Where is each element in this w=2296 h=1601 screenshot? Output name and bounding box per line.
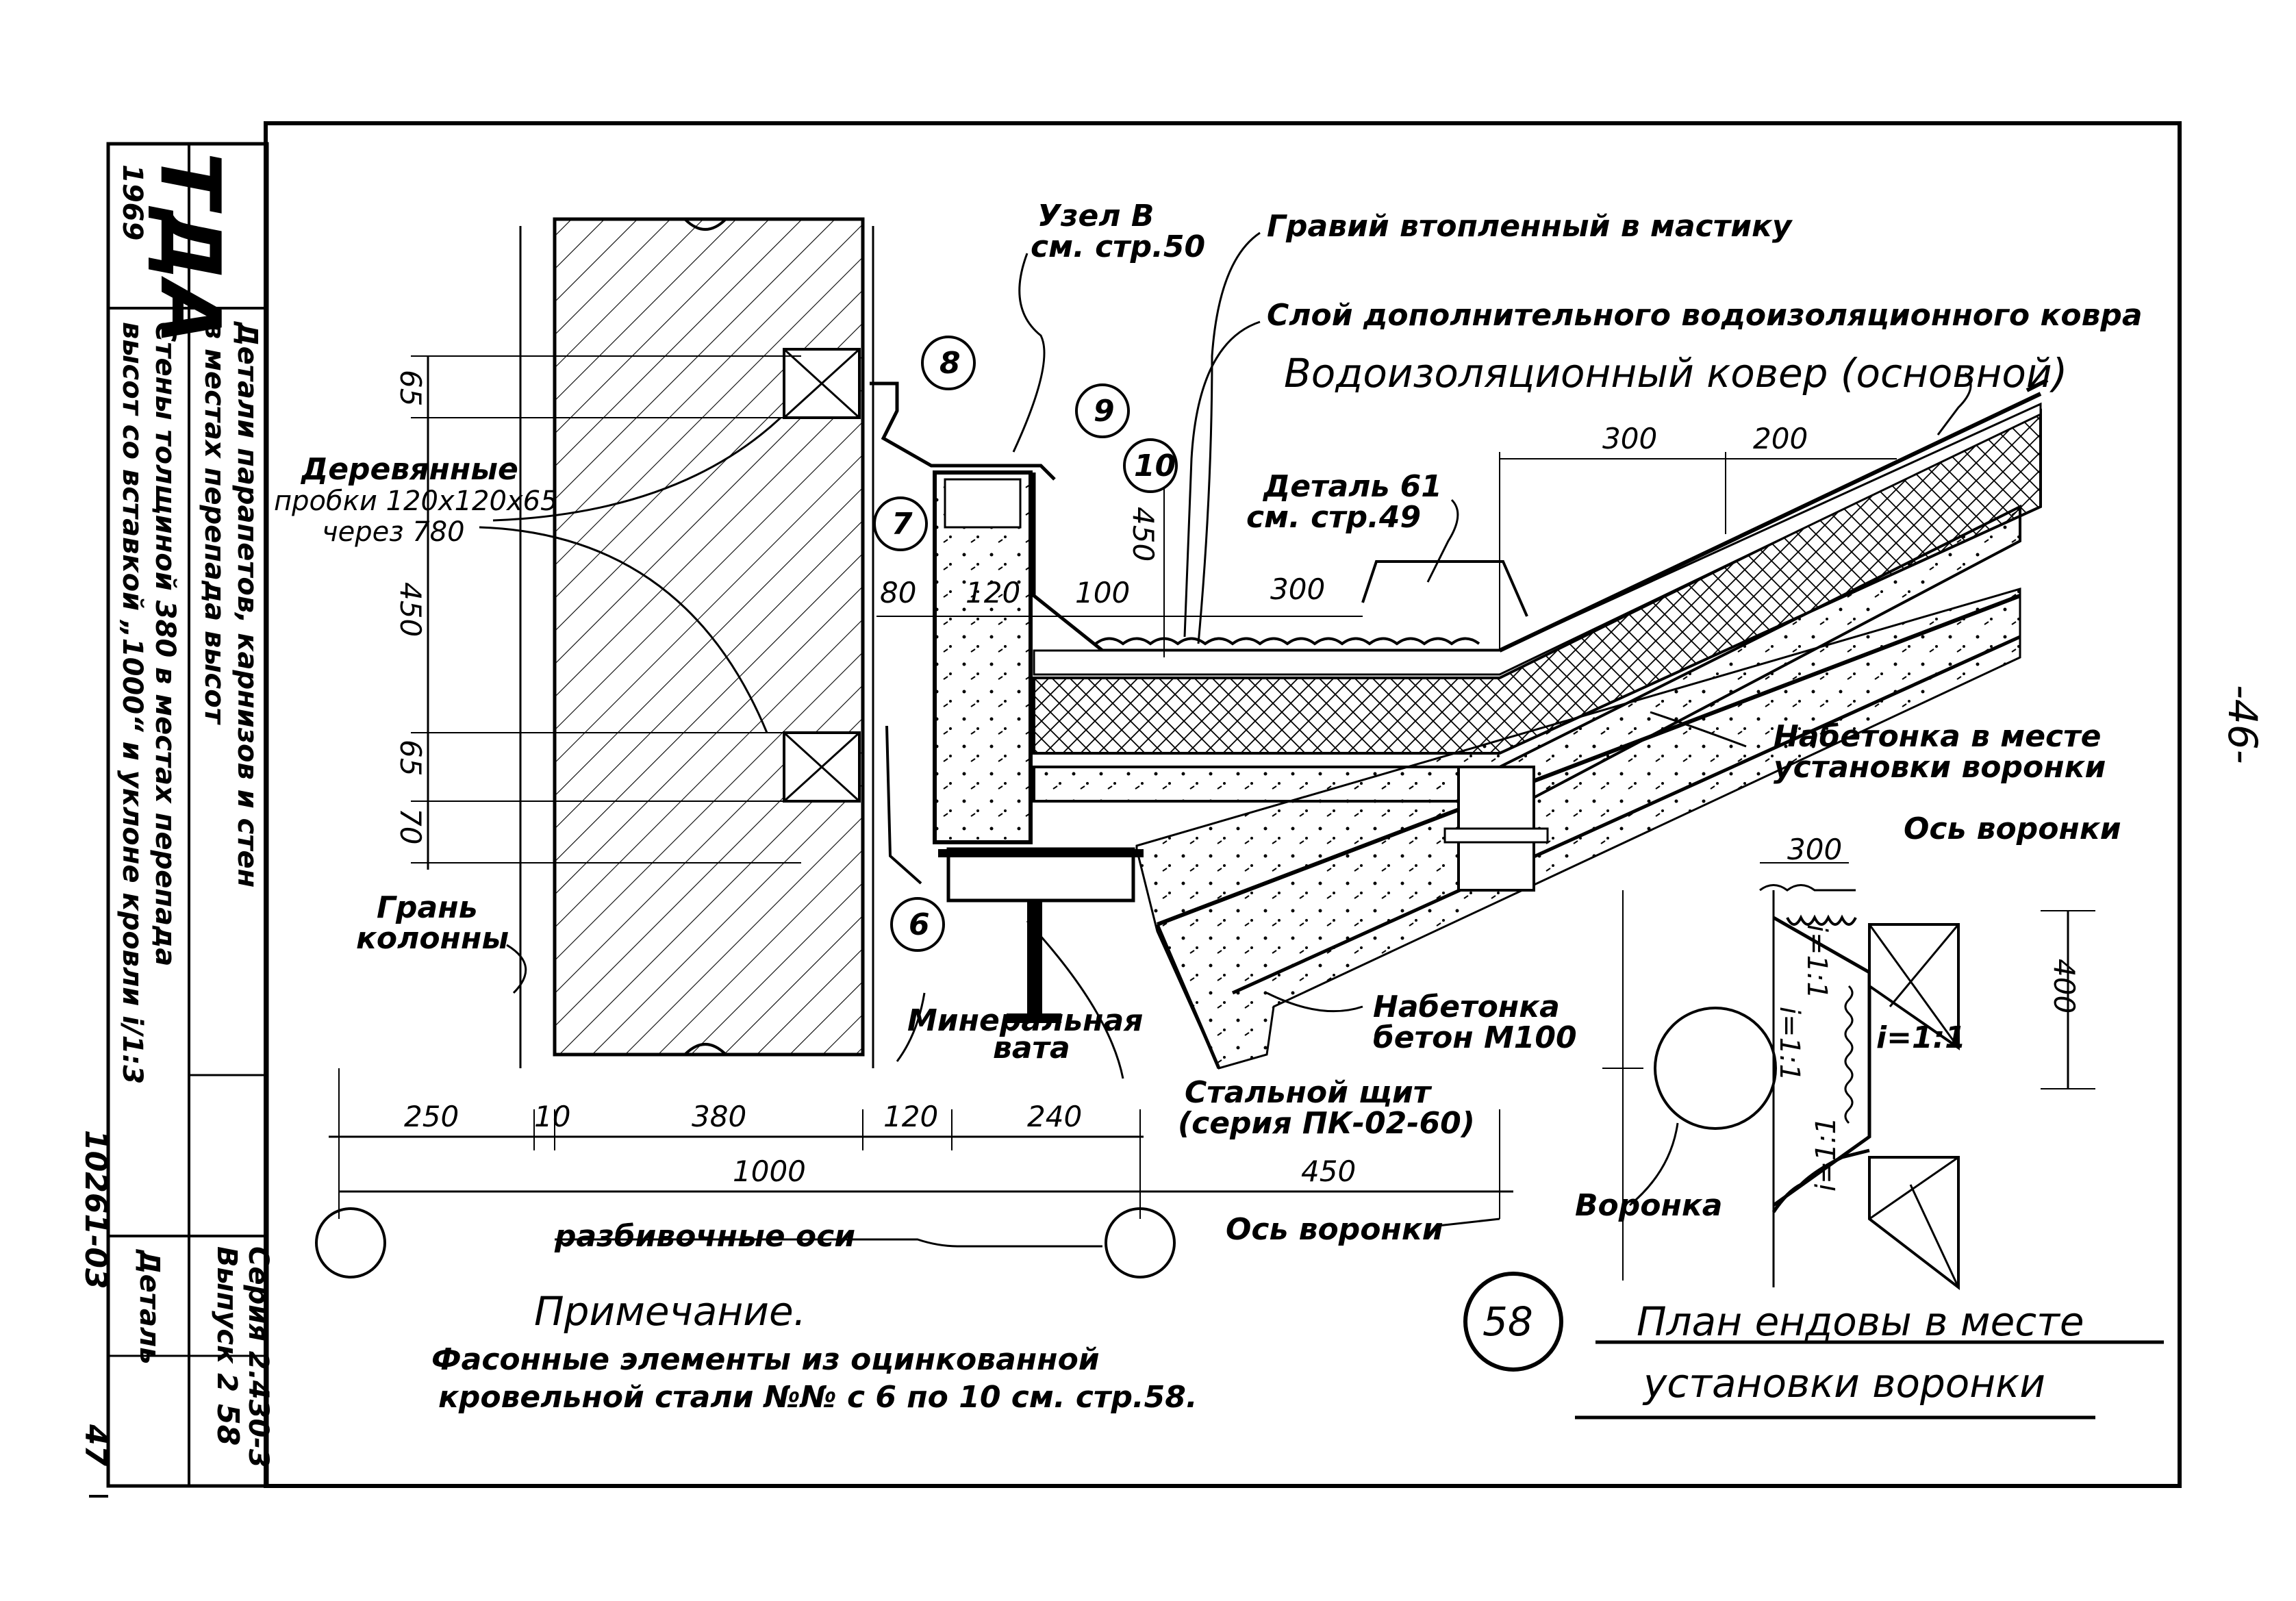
subtitle-line2: высот со вставкой „1000“ и уклоне кровли… [116,322,148,1084]
leader-lines [479,231,1972,1079]
title-line2: в местах перепада высот [199,322,230,726]
plan-slope-1: i=1:1 [1801,924,1832,999]
callout-10-label: 10 [1134,449,1176,483]
column-face-line2: колонны [356,921,509,956]
dim-b-240: 240 [1027,1100,1082,1133]
column-face-line1: Грань [377,890,477,925]
series-line2: Выпуск 2 [211,1246,242,1392]
callout-9 [1075,383,1130,438]
node-b-line1: Узел В [1037,199,1154,234]
concrete-line1: Набетонка [1373,989,1560,1024]
plan-title-line2: установки воронки [1642,1360,2045,1407]
plan-slope-2: i=1:1 [1876,1020,1966,1055]
mineral-wool-line1: Минеральная [907,1003,1143,1038]
plan-funnel-axis: Ось воронки [1904,811,2121,846]
dim-v-65-mid: 65 [394,740,427,776]
callout-10 [1123,438,1178,493]
dim-h-300-mid: 300 [1270,572,1325,606]
wood-plug-lower [783,731,861,803]
node-b-line2: см. стр.50 [1031,229,1205,264]
stamp-logo: ТДА [142,152,237,345]
funnel-concrete-line2: установки воронки [1774,750,2106,785]
plan-slope-3: i=1:1 [1811,1117,1842,1192]
dim-v-450-right: 450 [1126,507,1160,562]
plan-slope-4: i=1:1 [1774,1007,1805,1081]
callout-7 [873,496,928,551]
dim-b-250: 250 [404,1100,459,1133]
gravel-label: Гравий втопленный в мастику [1267,209,1793,244]
stamp: ТДА 1969 [116,152,237,345]
steel-panel-line2: (серия ПК-02-60) [1178,1106,1475,1141]
steel-panel [1135,588,2021,1070]
sheet-number: 47 [78,1424,113,1467]
dim-h-120-upper: 120 [966,576,1020,609]
wood-plug-upper [783,348,861,419]
callout-6 [890,897,945,952]
column-wall [519,217,874,1068]
funnel-concrete-line1: Набетонка в месте [1774,719,2101,754]
dim-b-1000: 1000 [733,1155,806,1188]
steel-beam [938,847,1144,1023]
sheet-frame [89,121,2182,1498]
callout-8-label: 8 [939,346,961,381]
title-block: Детали парапетов, карнизов и стен в мест… [78,320,274,1468]
dim-h-100: 100 [1075,576,1130,609]
plan-dim-300: 300 [1787,833,1842,866]
callout-6-label: 6 [909,907,930,942]
dim-h-80: 80 [880,576,916,609]
doc-code: 10261-03 [78,1130,113,1289]
dim-h-200-top: 200 [1753,422,1808,455]
axes-label: разбивочные оси [554,1219,855,1254]
wood-plugs-line1: Деревянные [300,452,518,487]
dim-h-300-top: 300 [1602,422,1657,455]
detail-number-side: 58 [210,1404,245,1446]
dim-v-450: 450 [394,582,427,637]
wood-plugs-line3: через 780 [322,516,465,548]
mineral-wool-line2: вата [993,1031,1070,1066]
dim-b-120: 120 [883,1100,938,1133]
note-heading: Примечание. [534,1288,806,1335]
title-line1: Детали парапетов, карнизов и стен [231,320,263,887]
series-line1: Серия 2.430-3 [242,1246,274,1468]
plan-detail-number: 58 [1483,1298,1533,1345]
callout-7-label: 7 [892,507,913,542]
plan-view [1602,862,2095,1291]
callout-8 [921,336,976,390]
wood-plugs-line2: пробки 120х120х65 [274,486,558,517]
note-line1: Фасонные элементы из оцинкованной [431,1342,1100,1377]
concrete-line2: бетон М100 [1373,1020,1577,1055]
bottom-dimensions [329,1068,1513,1219]
axis-markers [315,1207,1500,1278]
dim-b-450: 450 [1301,1155,1356,1188]
stamp-year: 1969 [116,164,148,240]
dim-b-10: 10 [534,1100,570,1133]
extra-layer-label: Слой дополнительного водоизоляционного к… [1267,298,2143,333]
plan-funnel-label: Воронка [1575,1188,1722,1223]
dim-v-65-top: 65 [394,370,427,406]
steel-panel-line1: Стальной щит [1185,1075,1433,1110]
note-line2: кровельной стали №№ с 6 по 10 см. стр.58… [438,1380,1198,1415]
main-carpet-label: Водоизоляционный ковер (основной) [1284,350,2067,396]
callout-9-label: 9 [1094,394,1115,429]
vertical-dimensions [411,355,801,870]
funnel-axis-label: Ось воронки [1226,1212,1443,1247]
detail61-line2: см. стр.49 [1246,500,1421,535]
subtitle-line1: Стены толщиной 380 в местах перепада [149,322,181,966]
plan-dim-400: 400 [2047,959,2081,1013]
plan-title-line1: План ендовы в месте [1637,1298,2084,1345]
dim-v-70: 70 [394,808,427,844]
plan-detail-marker [1463,1272,2164,1420]
detail61-line1: Деталь 61 [1262,469,1442,504]
page-number: -46- [2219,685,2266,764]
detail-label: Деталь [134,1248,165,1365]
dim-b-380: 380 [692,1100,746,1133]
